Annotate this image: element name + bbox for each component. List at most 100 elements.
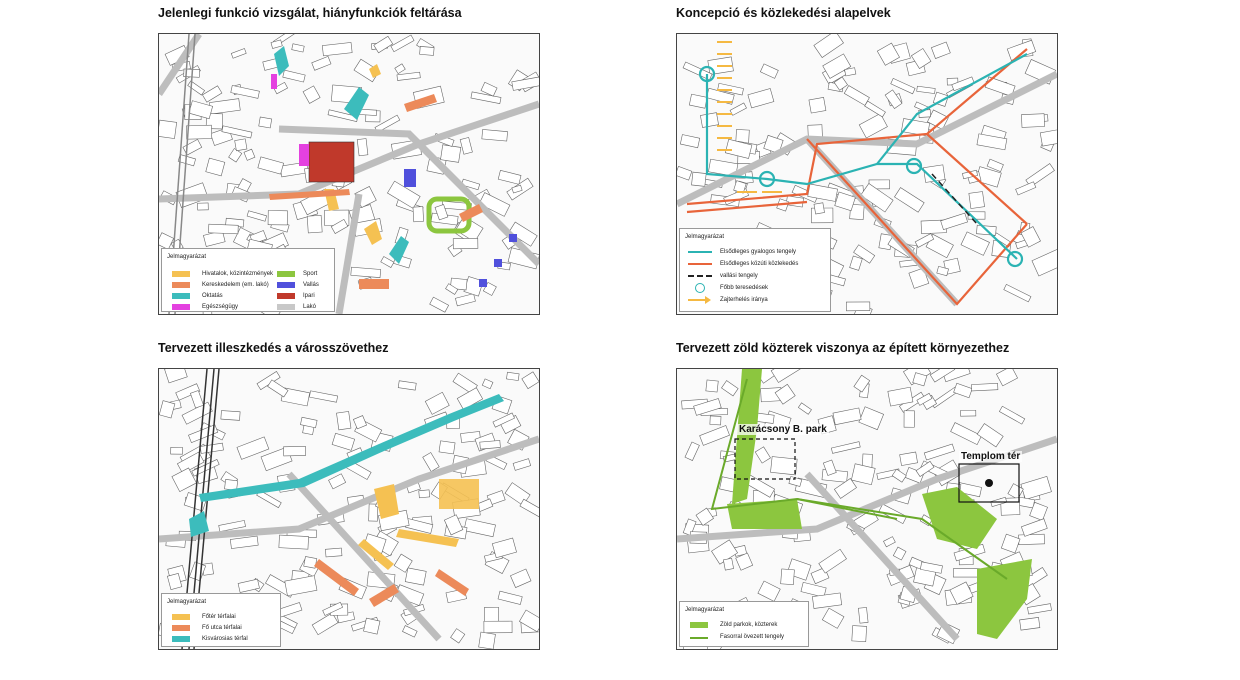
legend-label: Zajterhelés iránya: [720, 296, 768, 303]
building-footprint: [330, 218, 349, 234]
legend-label: Hivatalok, közintézmények: [202, 270, 274, 277]
building-footprint: [677, 165, 693, 181]
building-footprint: [976, 423, 1004, 448]
building-footprint: [188, 100, 213, 120]
building-footprint: [171, 467, 197, 493]
building-footprint: [822, 459, 837, 476]
building-footprint: [373, 35, 394, 54]
building-footprint: [491, 537, 517, 559]
legend-item: Elsődleges közúti közlekedés: [688, 259, 798, 268]
building-footprint: [243, 148, 256, 161]
building-footprint: [684, 441, 700, 461]
building-footprint: [159, 400, 176, 419]
building-footprint: [478, 192, 511, 217]
building-footprint: [237, 578, 260, 593]
building-footprint: [912, 372, 928, 387]
map-functions-drawing: [159, 34, 539, 314]
building-footprint: [230, 85, 260, 99]
church-square-label: Templom tér: [959, 451, 1023, 462]
building-footprint: [808, 97, 827, 114]
building-footprint: [949, 581, 974, 605]
building-footprint: [770, 369, 804, 383]
building-footprint: [511, 184, 523, 194]
building-footprint: [951, 76, 975, 92]
legend-item: Zöld parkok, közterek: [690, 620, 777, 629]
road-axes: [686, 48, 1028, 306]
legend-item: Kisvárosias térfal: [172, 634, 248, 643]
building-footprint: [291, 43, 305, 53]
building-footprint: [757, 580, 781, 602]
building-footprint: [309, 390, 339, 403]
map-concept: Jelmagyarázat Elsődleges gyalogos tengel…: [676, 33, 1058, 315]
building-footprint: [1015, 181, 1037, 196]
building-footprint: [832, 407, 862, 426]
building-footprint: [363, 617, 381, 635]
building-footprint: [322, 601, 344, 616]
building-footprint: [518, 609, 539, 633]
legend-label: Zöld parkok, közterek: [720, 621, 778, 628]
building-footprint: [851, 625, 867, 643]
legend-label: Egészségügy: [202, 303, 239, 310]
legend-swatch: [172, 303, 190, 310]
building-footprint: [350, 266, 381, 278]
building-footprint: [940, 212, 968, 231]
building-footprint: [481, 378, 494, 390]
building-footprint: [321, 42, 353, 57]
building-footprint: [429, 296, 450, 313]
building-footprint: [236, 436, 270, 460]
building-footprint: [1031, 248, 1057, 277]
building-footprint: [682, 61, 713, 81]
building-footprint: [356, 138, 369, 157]
building-footprint: [512, 458, 532, 471]
legend-title: Jelmagyarázat: [685, 607, 725, 613]
building-footprint: [167, 572, 183, 590]
building-footprint: [1039, 127, 1057, 147]
building-footprint: [282, 69, 306, 83]
building-footprint: [234, 138, 248, 152]
building-footprint: [220, 410, 241, 421]
building-footprint: [412, 206, 424, 223]
legend-title: Jelmagyarázat: [685, 234, 725, 240]
building-footprint: [876, 42, 900, 66]
legend-dash-symbol: [688, 271, 712, 280]
building-footprint: [419, 46, 435, 56]
building-footprint: [170, 446, 183, 455]
building-footprint: [159, 232, 175, 250]
legend-item: Oktatás: [172, 291, 223, 300]
building-footprint: [679, 134, 701, 149]
building-footprint: [858, 406, 884, 431]
building-footprint: [497, 590, 523, 605]
tree-lined-axes: [710, 378, 1008, 580]
building-footprint: [176, 451, 205, 475]
building-footprint: [747, 88, 775, 109]
legend-green-spaces: Jelmagyarázat Zöld parkok, közterek Faso…: [679, 601, 809, 647]
building-footprint: [960, 231, 990, 256]
building-footprint: [915, 460, 935, 477]
building-footprint: [723, 557, 734, 571]
building-footprint: [396, 71, 421, 81]
park-zone-outline: [734, 438, 796, 480]
building-footprint: [1020, 476, 1052, 500]
legend-item: Ipari: [277, 291, 315, 300]
building-footprint: [996, 369, 1018, 387]
legend-swatch: [172, 281, 190, 288]
building-footprint: [682, 518, 697, 536]
legend-item: vallási tengely: [688, 271, 758, 280]
legend-swatch: [277, 292, 295, 299]
legend-line-symbol: [690, 636, 708, 639]
legend-label: Elsődleges közúti közlekedés: [720, 260, 799, 267]
building-footprint: [164, 369, 188, 384]
building-footprint: [267, 379, 289, 398]
building-footprint: [910, 48, 932, 69]
function-overlays: [269, 46, 517, 289]
building-footprint: [459, 137, 473, 155]
panel-title-functions: Jelenlegi funkció vizsgálat, hiányfunkci…: [158, 6, 462, 20]
building-footprint: [693, 398, 722, 416]
building-footprint: [258, 116, 273, 129]
building-footprint: [450, 277, 468, 291]
building-footprint: [175, 383, 201, 401]
building-footprint: [440, 144, 462, 163]
legend-swatch: [172, 292, 190, 299]
building-footprint: [197, 202, 209, 211]
building-footprint: [759, 63, 779, 79]
